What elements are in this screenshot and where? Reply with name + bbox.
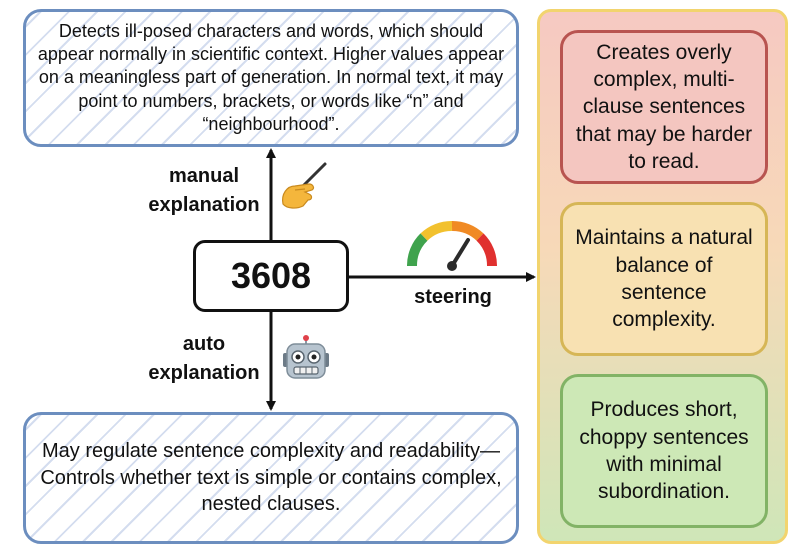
feature-id: 3608 (230, 255, 312, 296)
robot-icon (283, 335, 329, 379)
writing-hand-icon (282, 162, 327, 209)
auto-explanation-text: May regulate sentence complexity and rea… (40, 440, 502, 516)
manual-explanation-label: manual explanation (148, 165, 260, 216)
steering-outcome-low: Produces short, choppy sentences with mi… (560, 374, 768, 528)
steering-outcome-neutral: Maintains a natural balance of sentence … (560, 202, 768, 356)
auto-explanation-label: auto explanation (148, 333, 260, 384)
feature-node: 3608 (193, 240, 349, 312)
steering-outcomes-panel: Creates overly complex, multi-clause sen… (537, 9, 788, 544)
manual-explanation-box: Detects ill-posed characters and words, … (23, 9, 519, 147)
steering-label: steering (414, 286, 492, 308)
manual-explanation-text: Detects ill-posed characters and words, … (37, 21, 505, 134)
auto-explanation-box: May regulate sentence complexity and rea… (23, 412, 519, 544)
steering-outcome-high: Creates overly complex, multi-clause sen… (560, 30, 768, 184)
gauge-icon (406, 220, 498, 271)
